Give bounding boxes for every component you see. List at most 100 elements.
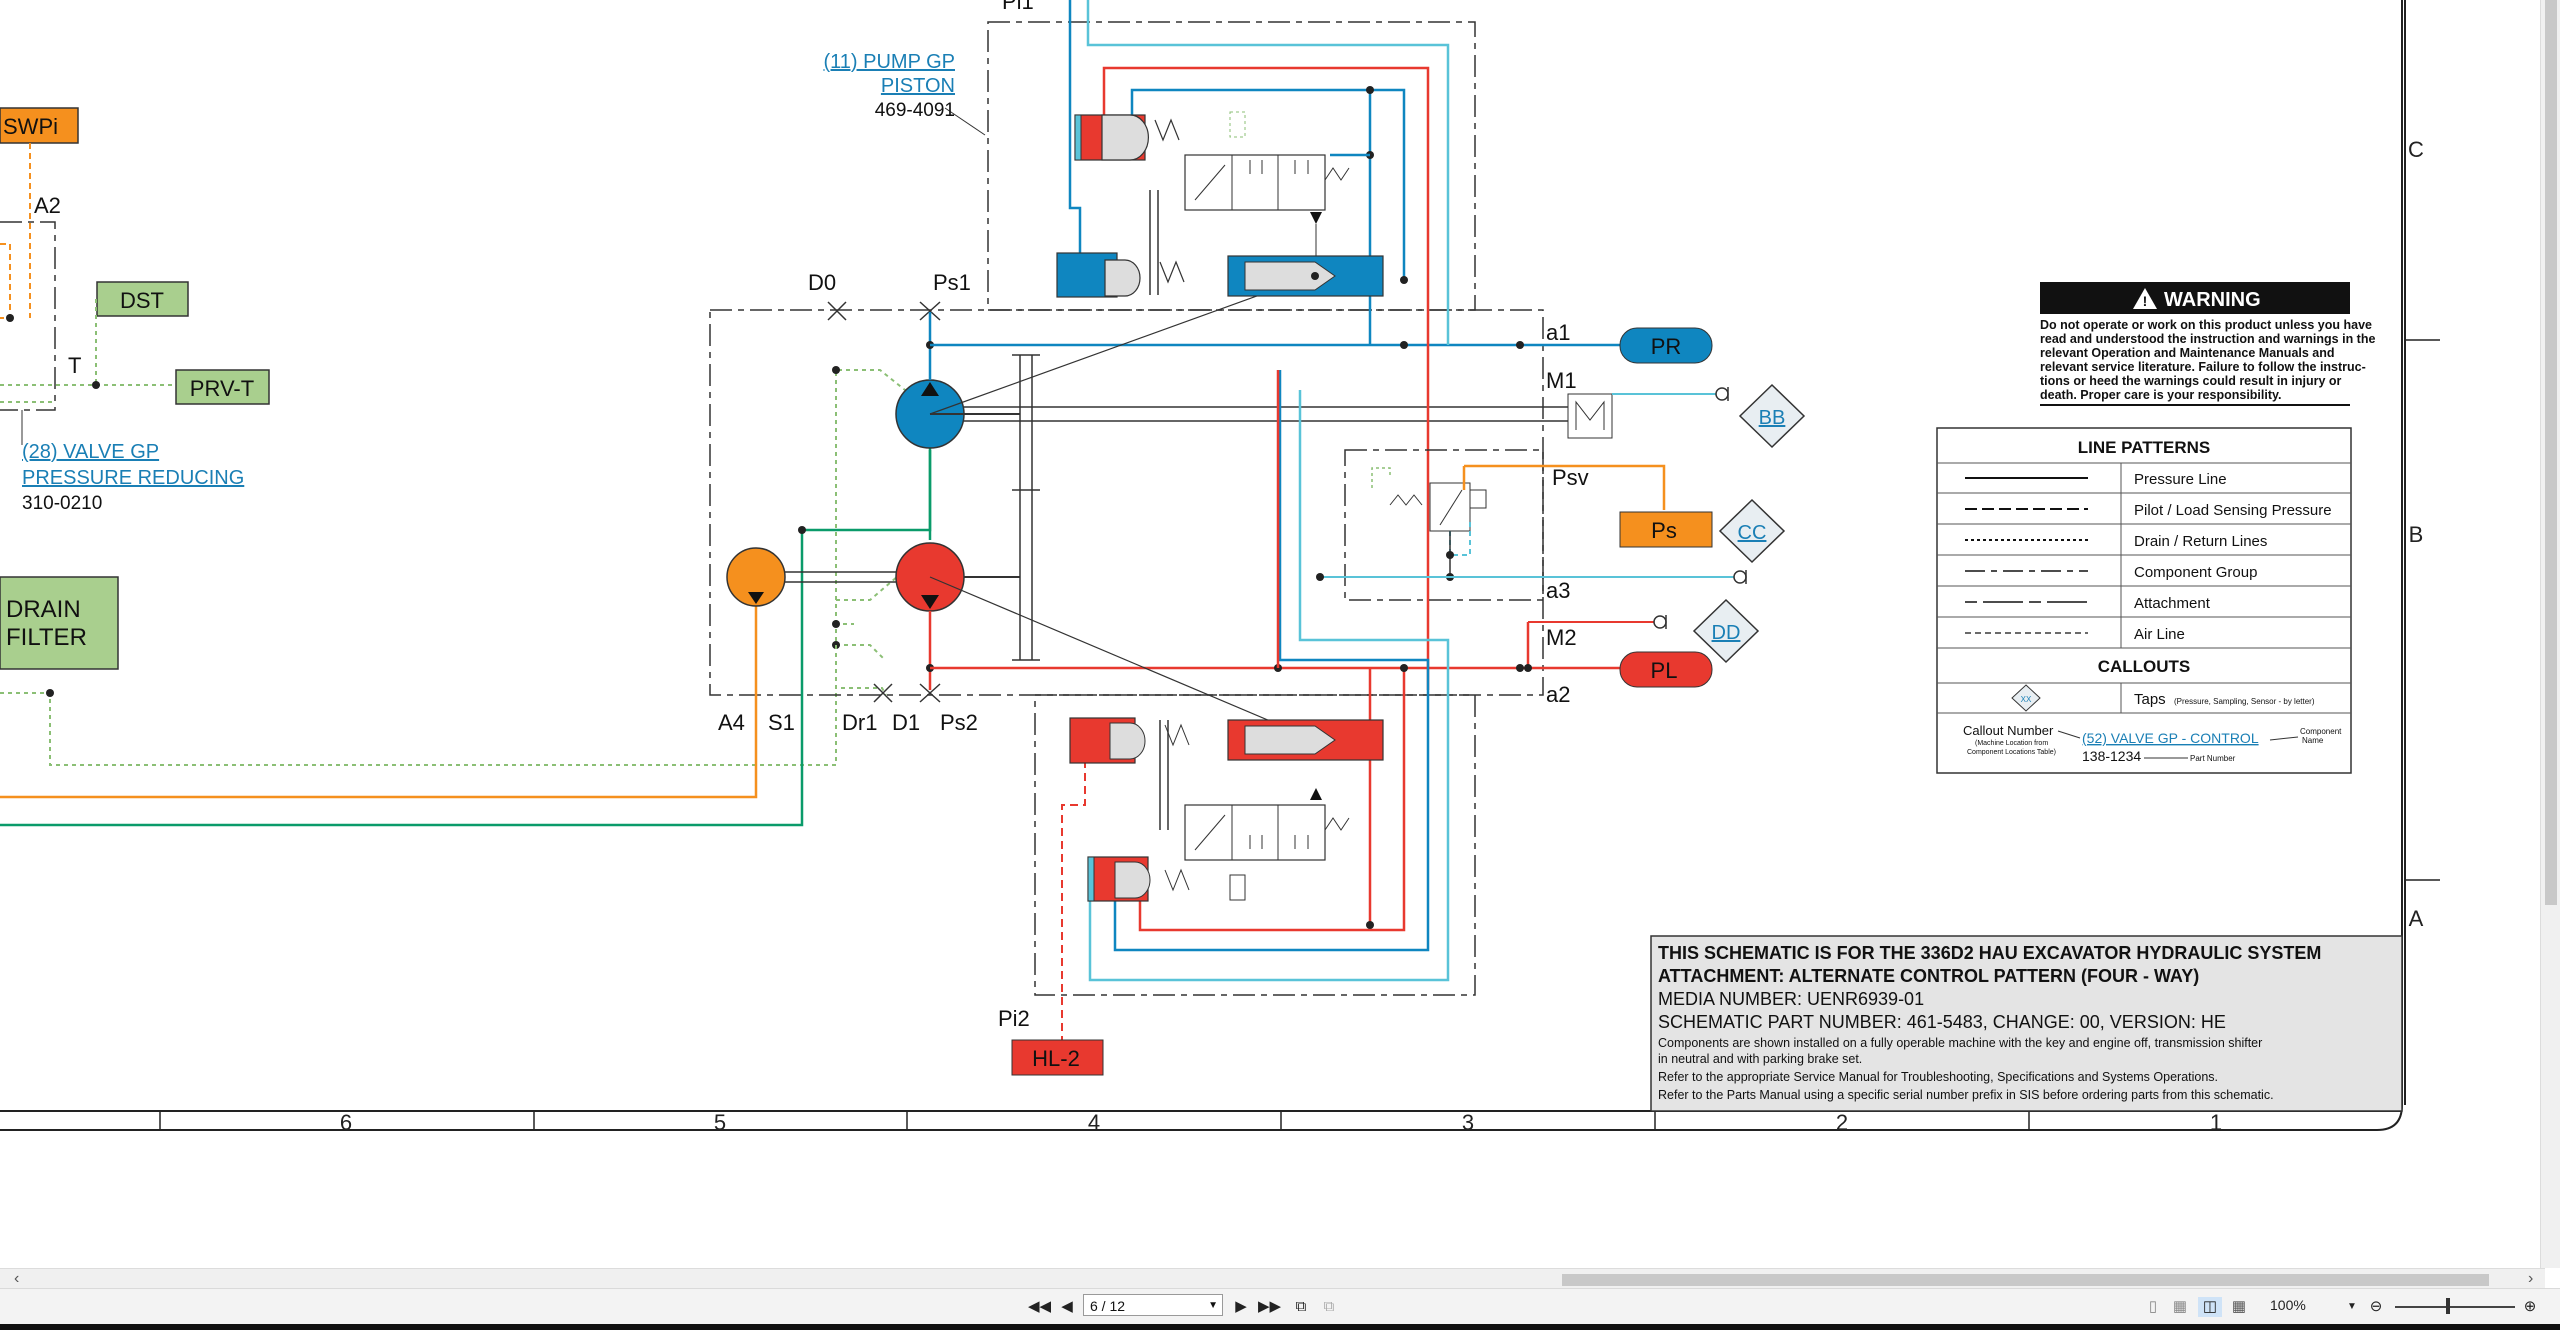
pump-1	[895, 379, 1020, 449]
pump-part-number: 469-4091	[875, 100, 955, 121]
zoom-level[interactable]: 100%	[2270, 1297, 2306, 1313]
scroll-left-icon[interactable]: ‹	[14, 1270, 20, 1287]
page-number-select[interactable]: 6 / 12 ▼	[1083, 1294, 1223, 1316]
scroll-right-icon[interactable]: ›	[2528, 1270, 2534, 1287]
zone-label-6: 6	[340, 1110, 352, 1135]
label-s1: S1	[768, 710, 795, 735]
zone-label-c: C	[2408, 137, 2424, 162]
svg-text:Refer to the appropriate Servi: Refer to the appropriate Service Manual …	[1658, 1070, 2218, 1084]
horizontal-scroll-thumb[interactable]	[1562, 1274, 2489, 1286]
svg-text:DRAIN: DRAIN	[6, 596, 81, 623]
servo-piston-top	[1056, 114, 1185, 298]
single-page-icon[interactable]: ▯	[2148, 1298, 2158, 1315]
label-psv: Psv	[1552, 465, 1589, 490]
label-a1: a1	[1546, 320, 1570, 345]
zone-label-b: B	[2409, 522, 2424, 547]
horizontal-scrollbar[interactable]: ‹ ›	[0, 1268, 2545, 1289]
valve-callout[interactable]: (28) VALVE GP PRESSURE REDUCING 310-0210	[22, 441, 244, 514]
svg-text:PR: PR	[1651, 334, 1682, 359]
label-a2-right: a2	[1546, 682, 1570, 707]
label-ps2: Ps2	[940, 710, 978, 735]
label-pi2: Pi2	[998, 1006, 1030, 1031]
svg-text:DD: DD	[1712, 622, 1741, 644]
legend-example-link[interactable]: (52) VALVE GP - CONTROL	[2082, 730, 2259, 746]
regulator-top-boundary	[987, 21, 1476, 311]
pump-callout-link-1[interactable]: (11) PUMP GP	[823, 51, 955, 73]
label-m1: M1	[1546, 368, 1577, 393]
title-line-1: THIS SCHEMATIC IS FOR THE 336D2 HAU EXCA…	[1658, 943, 2321, 963]
pl-port-tag: PL	[1619, 651, 1713, 688]
svg-text:Component: Component	[2300, 727, 2342, 736]
pilot-pump	[726, 547, 786, 607]
zoom-slider-handle[interactable]	[2446, 1298, 2450, 1314]
first-page-icon[interactable]: ◀◀	[1028, 1298, 1052, 1315]
vertical-scrollbar[interactable]	[2540, 0, 2560, 1268]
label-a4: A4	[718, 710, 745, 735]
label-dr1: Dr1	[842, 710, 877, 735]
label-m2: M2	[1546, 625, 1577, 650]
svg-text:in neutral and with parking br: in neutral and with parking brake set.	[1658, 1052, 1862, 1066]
svg-text:relevant Operation and Mainten: relevant Operation and Maintenance Manua…	[2040, 346, 2335, 360]
previous-page-icon[interactable]: ◀	[1061, 1298, 1073, 1315]
zoom-in-icon[interactable]: ⊕	[2523, 1298, 2537, 1315]
swpi-tag: SWPi	[0, 107, 79, 144]
dst-tag: DST	[96, 281, 189, 317]
svg-text:Attachment: Attachment	[2134, 595, 2211, 612]
warning-box: ! WARNING Do not operate or work on this…	[2040, 282, 2375, 406]
svg-text:CC: CC	[1738, 522, 1767, 544]
zone-label-a: A	[2409, 906, 2424, 931]
svg-text:Name: Name	[2302, 736, 2324, 745]
valve-callout-link-1[interactable]: (28) VALVE GP	[22, 441, 159, 463]
tap-bb[interactable]: BB	[1738, 383, 1806, 449]
svg-text:Do not operate or work on this: Do not operate or work on this product u…	[2040, 318, 2372, 332]
zone-label-1: 1	[2210, 1110, 2222, 1135]
taskbar-strip	[0, 1324, 2560, 1330]
spool-bottom	[1184, 804, 1350, 901]
valve-part-number: 310-0210	[22, 493, 102, 514]
title-line-4: SCHEMATIC PART NUMBER: 461-5483, CHANGE:…	[1658, 1012, 2226, 1032]
label-a2-left: A2	[34, 193, 61, 218]
zoom-slider[interactable]	[2395, 1306, 2515, 1308]
svg-text:Components are shown installed: Components are shown installed on a full…	[1658, 1036, 2262, 1050]
svg-text:(Machine Location from: (Machine Location from	[1975, 740, 2048, 747]
two-page-continuous-icon[interactable]: ▦	[2231, 1298, 2247, 1315]
svg-text:Callout Number: Callout Number	[1963, 723, 2054, 738]
tap-dd[interactable]: DD	[1692, 598, 1760, 664]
continuous-page-icon[interactable]: ▦	[2172, 1298, 2188, 1315]
svg-text:(Pressure, Sampling, Sensor -: (Pressure, Sampling, Sensor - by letter)	[2174, 697, 2315, 706]
next-view-icon[interactable]: ⧉	[1323, 1298, 1335, 1315]
legend-box: LINE PATTERNS Pressure Line Pilot / Load…	[1936, 427, 2352, 774]
zoom-out-icon[interactable]: ⊖	[2369, 1298, 2383, 1315]
chevron-down-icon: ▼	[1208, 1300, 1218, 1311]
svg-text:relevant service literature. F: relevant service literature. Failure to …	[2040, 360, 2366, 374]
svg-text:Pressure Line: Pressure Line	[2134, 471, 2227, 488]
svg-text:DST: DST	[120, 288, 164, 313]
pump-callout[interactable]: (11) PUMP GP PISTON 469-4091	[823, 51, 955, 121]
svg-text:Drain / Return Lines: Drain / Return Lines	[2134, 533, 2267, 550]
warning-title: WARNING	[2164, 289, 2261, 311]
two-page-icon[interactable]: ◫	[2198, 1297, 2222, 1317]
legend-title: LINE PATTERNS	[2078, 438, 2211, 457]
zoom-dropdown-icon[interactable]: ▼	[2347, 1301, 2357, 1312]
next-page-icon[interactable]: ▶	[1235, 1298, 1247, 1315]
svg-text:death. Proper care is your res: death. Proper care is your responsibilit…	[2040, 388, 2282, 402]
svg-text:PRV-T: PRV-T	[190, 376, 254, 401]
label-a3: a3	[1546, 578, 1570, 603]
valve-callout-link-2[interactable]: PRESSURE REDUCING	[22, 467, 244, 489]
svg-text:FILTER: FILTER	[6, 624, 87, 651]
page-number-value: 6 / 12	[1090, 1298, 1126, 1314]
vertical-scroll-thumb[interactable]	[2545, 0, 2557, 905]
zone-label-3: 3	[1462, 1110, 1474, 1135]
svg-text:PL: PL	[1651, 658, 1678, 683]
pump-callout-link-2[interactable]: PISTON	[881, 75, 955, 97]
svg-text:!: !	[2143, 293, 2148, 309]
title-line-3: MEDIA NUMBER: UENR6939-01	[1658, 989, 1924, 1009]
svg-text:XX: XX	[2021, 695, 2032, 704]
label-d0: D0	[808, 270, 836, 295]
previous-view-icon[interactable]: ⧉	[1295, 1298, 1307, 1315]
legend-callouts-title: CALLOUTS	[2098, 657, 2191, 676]
last-page-icon[interactable]: ▶▶	[1258, 1298, 1282, 1315]
tap-cc[interactable]: CC	[1718, 498, 1786, 564]
svg-text:tions or heed the warnings cou: tions or heed the warnings could result …	[2040, 374, 2342, 388]
